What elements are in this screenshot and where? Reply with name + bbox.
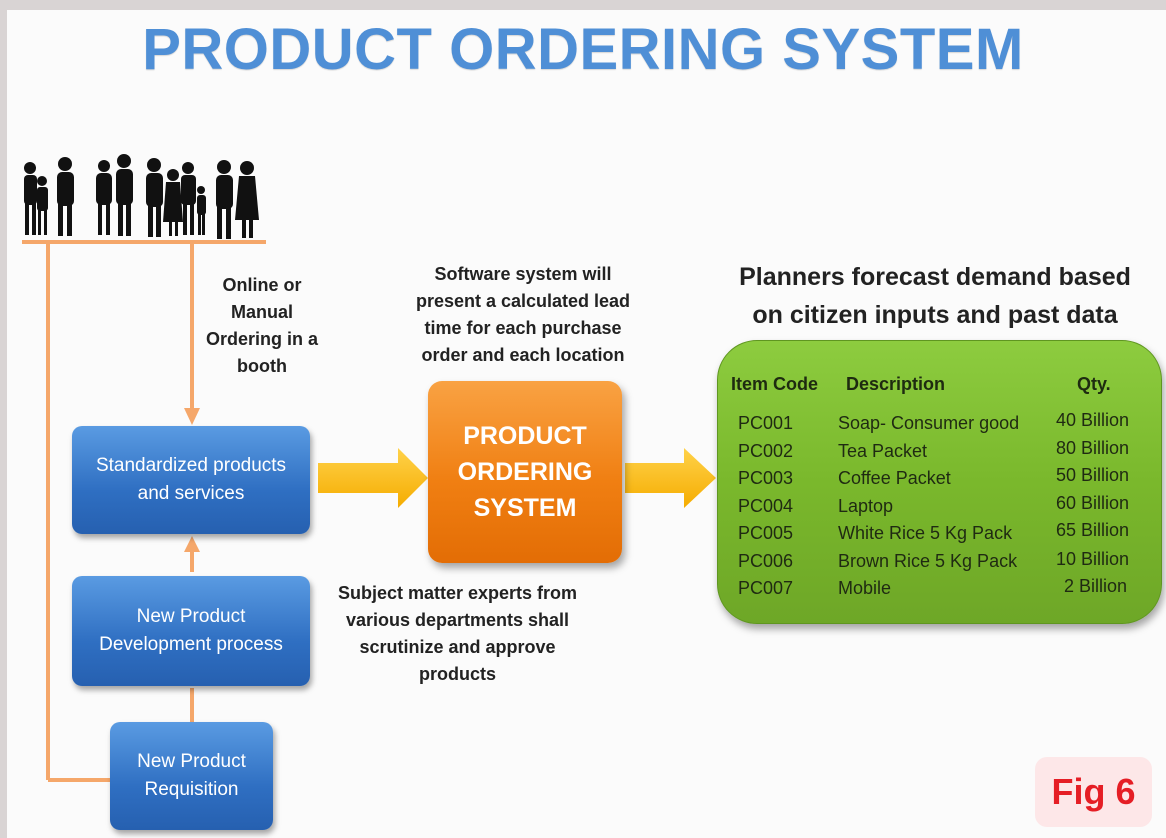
flow-arrow-right-icon bbox=[318, 448, 428, 508]
table-cell-code: PC003 bbox=[738, 468, 794, 488]
crowd-ground-line bbox=[22, 240, 266, 244]
table-cell-description: Laptop bbox=[838, 496, 894, 516]
flow-arrow-right-icon bbox=[625, 448, 716, 508]
page-title: PRODUCT ORDERING SYSTEM bbox=[142, 17, 1024, 82]
people-crowd-icon bbox=[24, 154, 259, 239]
table-cell-code: PC007 bbox=[738, 578, 794, 598]
table-cell-description: Coffee Packet bbox=[838, 468, 951, 488]
table-cell-description: Tea Packet bbox=[838, 441, 928, 461]
table-cell-description: Mobile bbox=[838, 578, 892, 598]
forecast-title: Planners forecast demand based on citize… bbox=[739, 263, 1131, 329]
note-subject-experts: Subject matter experts from various depa… bbox=[337, 583, 578, 684]
arrow-down-head bbox=[184, 408, 200, 425]
box-new-product-development: New Product Development process bbox=[72, 576, 310, 686]
arrow-up-head bbox=[184, 536, 200, 552]
table-header-qty: Qty. bbox=[1077, 374, 1111, 394]
box-new-product-requisition: New Product Requisition bbox=[110, 722, 273, 830]
table-cell-description: White Rice 5 Kg Pack bbox=[838, 523, 1013, 543]
table-cell-description: Soap- Consumer good bbox=[838, 413, 1020, 433]
figure-label: Fig 6 bbox=[1035, 757, 1152, 827]
table-cell-description: Brown Rice 5 Kg Pack bbox=[838, 551, 1018, 571]
table-cell-qty: 40 Billion bbox=[1056, 410, 1130, 430]
connector-lines bbox=[46, 242, 194, 782]
table-cell-code: PC002 bbox=[738, 441, 794, 461]
table-header-description: Description bbox=[846, 374, 946, 394]
forecast-table-box bbox=[717, 340, 1162, 624]
note-software-system: Software system will present a calculate… bbox=[415, 264, 631, 365]
table-cell-qty: 2 Billion bbox=[1064, 576, 1128, 596]
table-cell-qty: 50 Billion bbox=[1056, 465, 1130, 485]
box-standardized-products: Standardized products and services bbox=[72, 426, 310, 534]
table-cell-code: PC005 bbox=[738, 523, 794, 543]
table-cell-qty: 60 Billion bbox=[1056, 493, 1130, 513]
table-cell-qty: 80 Billion bbox=[1056, 438, 1130, 458]
table-cell-code: PC006 bbox=[738, 551, 794, 571]
table-cell-code: PC004 bbox=[738, 496, 794, 516]
table-cell-code: PC001 bbox=[738, 413, 794, 433]
box-product-ordering-system: PRODUCT ORDERING SYSTEM bbox=[428, 381, 622, 563]
note-online-ordering: Online or Manual Ordering in a booth bbox=[205, 275, 319, 376]
table-cell-qty: 65 Billion bbox=[1056, 520, 1130, 540]
table-header-item-code: Item Code bbox=[731, 374, 819, 394]
table-cell-qty: 10 Billion bbox=[1056, 549, 1130, 569]
